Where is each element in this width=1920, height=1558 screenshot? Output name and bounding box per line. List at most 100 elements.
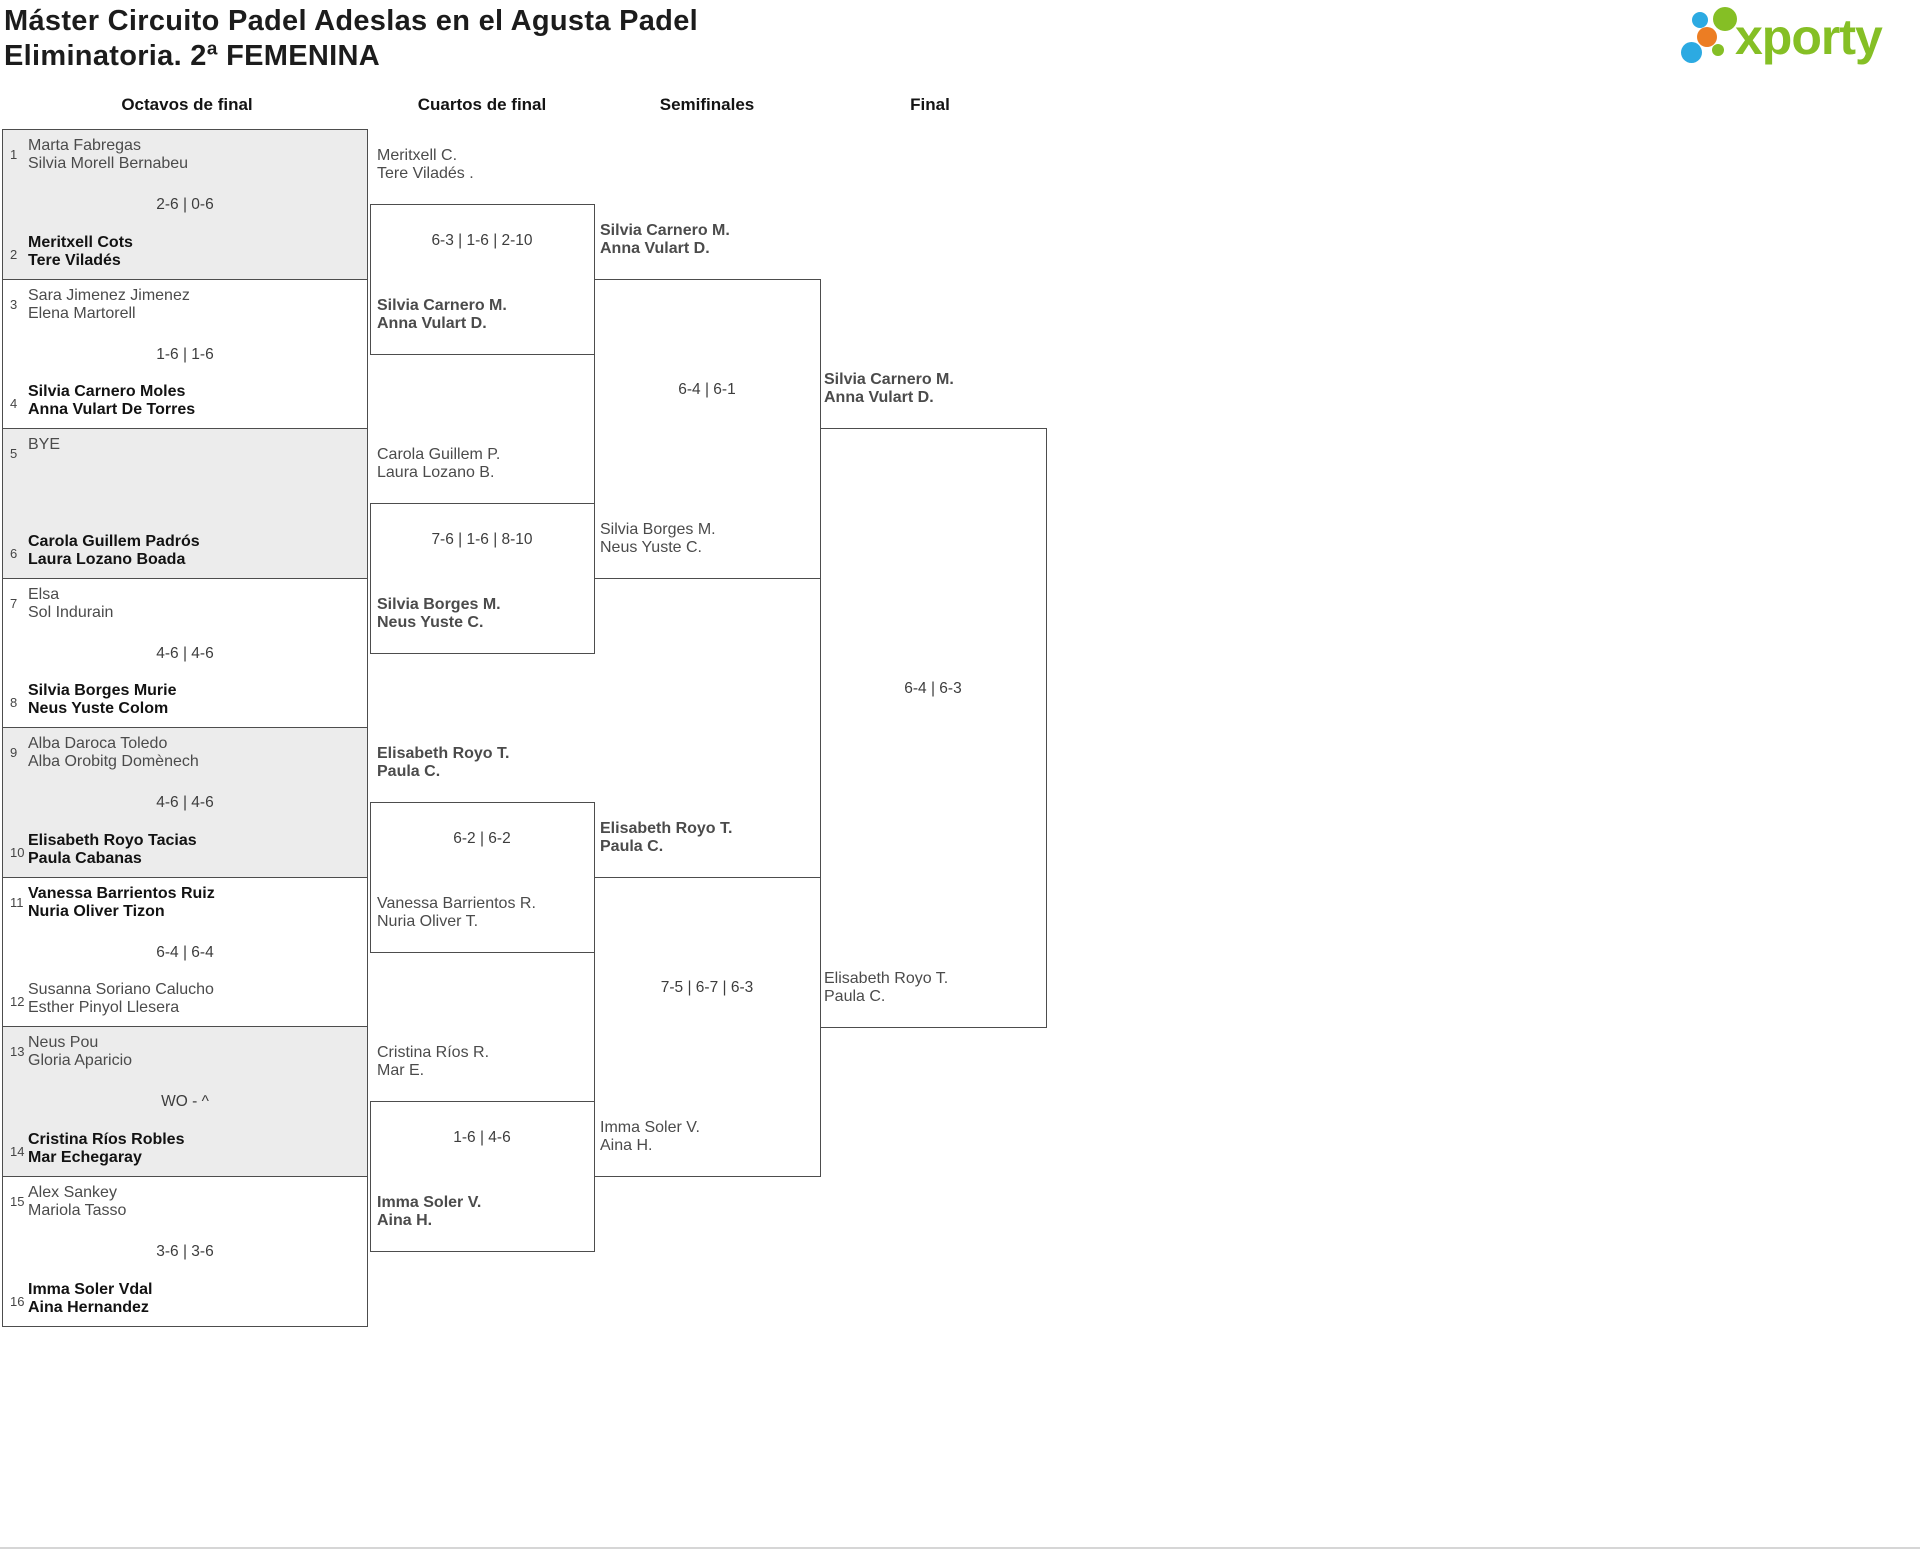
player-name: Aina Hernandez xyxy=(28,1299,149,1316)
logo-dot-blue-large xyxy=(1681,42,1702,63)
seed-number: 3 xyxy=(10,296,18,312)
team-name: Susanna Soriano Calucho Esther Pinyol Ll… xyxy=(28,981,214,1017)
team-name: Imma Soler Vdal Aina Hernandez xyxy=(28,1281,153,1317)
xporty-logo: xporty xyxy=(1675,3,1915,69)
player-name: Sara Jimenez Jimenez xyxy=(28,286,190,304)
seed-number: 10 xyxy=(10,844,25,860)
match-score: 4-6 | 4-6 xyxy=(156,644,214,662)
match-box-1: 1 Marta Fabregas Silvia Morell Bernabeu … xyxy=(3,130,367,280)
player-name: Anna Vulart D. xyxy=(824,389,934,406)
team-name: Meritxell C. Tere Viladés . xyxy=(377,147,593,183)
logo-wordmark: xporty xyxy=(1735,9,1883,65)
match-box-5: 9 Alba Daroca Toledo Alba Orobitg Domène… xyxy=(3,728,367,878)
team-name: Silvia Borges M. Neus Yuste C. xyxy=(377,596,593,632)
team-name: Elisabeth Royo Tacias Paula Cabanas xyxy=(28,832,197,868)
logo-dot-green-small xyxy=(1712,44,1724,56)
seed-number: 2 xyxy=(10,246,18,262)
match-box-3: 5 BYE 6 Carola Guillem Padrós Laura Loza… xyxy=(3,429,367,579)
player-name: Alba Orobitg Domènech xyxy=(28,753,199,770)
player-name: Tere Viladés xyxy=(28,251,121,269)
player-name: BYE xyxy=(28,436,61,453)
match-score: 4-6 | 4-6 xyxy=(156,794,214,811)
match-box-8: 15 Alex Sankey Mariola Tasso 3-6 | 3-6 1… xyxy=(3,1176,367,1326)
player-name: Imma Soler V. xyxy=(377,1194,482,1211)
seed-number: 5 xyxy=(10,446,18,461)
player-name: Laura Lozano Boada xyxy=(28,550,186,568)
match-score: 6-4 | 6-4 xyxy=(156,943,214,961)
page-title: Máster Circuito Padel Adeslas en el Agus… xyxy=(4,4,698,74)
match-score: 6-3 | 1-6 | 2-10 xyxy=(431,232,533,249)
match-box-6: 11 Vanessa Barrientos Ruiz Nuria Oliver … xyxy=(3,877,367,1027)
seed-number: 1 xyxy=(10,147,18,162)
match-score: 3-6 | 3-6 xyxy=(156,1242,214,1260)
player-name: Alex Sankey xyxy=(28,1183,117,1201)
seed-number: 4 xyxy=(10,396,18,411)
player-name: Silvia Carnero M. xyxy=(600,222,730,239)
logo-dot-green-large xyxy=(1713,7,1737,31)
player-name: Vanessa Barrientos Ruiz xyxy=(28,884,215,902)
player-name: Silvia Borges M. xyxy=(377,596,501,613)
player-name: Cristina Ríos Robles xyxy=(28,1130,185,1148)
seed-number: 16 xyxy=(10,1294,25,1309)
team-name: Cristina Ríos R. Mar E. xyxy=(377,1044,593,1080)
player-name: Nuria Oliver Tizon xyxy=(28,902,165,920)
match-score: WO - ^ xyxy=(161,1093,209,1110)
team-name: Meritxell Cots Tere Viladés xyxy=(28,234,133,270)
player-name: Nuria Oliver T. xyxy=(377,913,479,930)
match-score: 7-5 | 6-7 | 6-3 xyxy=(660,979,754,996)
team-name: Sara Jimenez Jimenez Elena Martorell xyxy=(28,287,190,323)
match-box-7: 13 Neus Pou Gloria Aparicio WO - ^ 14 Cr… xyxy=(3,1027,367,1177)
title-line-2: Eliminatoria. 2ª FEMENINA xyxy=(4,40,380,72)
team-name: Elisabeth Royo T. Paula C. xyxy=(377,745,593,781)
player-name: Elisabeth Royo T. xyxy=(600,820,733,837)
team-name: Silvia Borges M. Neus Yuste C. xyxy=(600,521,816,557)
player-name: Elisabeth Royo Tacias xyxy=(28,831,197,849)
team-name: Alba Daroca Toledo Alba Orobitg Domènech xyxy=(28,735,199,771)
player-name: Laura Lozano B. xyxy=(377,464,495,481)
team-name: Silvia Carnero M. Anna Vulart D. xyxy=(600,222,816,258)
player-name: Elsa xyxy=(28,585,60,603)
team-name: Carola Guillem P. Laura Lozano B. xyxy=(377,446,593,482)
seed-number: 13 xyxy=(10,1044,25,1059)
player-name: Elisabeth Royo T. xyxy=(824,970,949,987)
seed-number: 7 xyxy=(10,595,18,611)
player-name: Alba Daroca Toledo xyxy=(28,735,168,752)
team-name: Cristina Ríos Robles Mar Echegaray xyxy=(28,1131,184,1167)
player-name: Aina H. xyxy=(600,1137,653,1154)
team-name: BYE xyxy=(28,436,60,454)
team-name: Elsa Sol Indurain xyxy=(28,586,113,622)
player-name: Imma Soler Vdal xyxy=(28,1281,153,1298)
match-box-4: 7 Elsa Sol Indurain 4-6 | 4-6 8 Silvia B… xyxy=(3,578,367,728)
player-name: Esther Pinyol Llesera xyxy=(28,999,180,1016)
player-name: Carola Guillem P. xyxy=(377,446,501,463)
player-name: Aina H. xyxy=(377,1212,433,1229)
player-name: Neus Yuste C. xyxy=(600,539,702,556)
team-name: Silvia Borges Murie Neus Yuste Colom xyxy=(28,682,177,718)
team-name: Carola Guillem Padrós Laura Lozano Boada xyxy=(28,533,200,569)
team-name: Alex Sankey Mariola Tasso xyxy=(28,1184,126,1220)
player-name: Neus Pou xyxy=(28,1034,99,1051)
player-name: Neus Yuste Colom xyxy=(28,700,169,717)
player-name: Silvia Carnero M. xyxy=(377,297,507,314)
round-header-semifinales: Semifinales xyxy=(659,95,755,114)
player-name: Mariola Tasso xyxy=(28,1201,127,1219)
team-name: Marta Fabregas Silvia Morell Bernabeu xyxy=(28,137,188,173)
match-score: 6-2 | 6-2 xyxy=(453,830,511,847)
round-header-cuartos: Cuartos de final xyxy=(417,95,547,114)
player-name: Paula C. xyxy=(824,988,886,1005)
seed-number: 11 xyxy=(10,894,24,910)
player-name: Elena Martorell xyxy=(28,304,136,322)
octavos-column: 1 Marta Fabregas Silvia Morell Bernabeu … xyxy=(2,129,368,1327)
player-name: Anna Vulart De Torres xyxy=(28,401,196,418)
team-name: Vanessa Barrientos Ruiz Nuria Oliver Tiz… xyxy=(28,885,215,921)
match-score: 7-6 | 1-6 | 8-10 xyxy=(431,531,533,548)
team-name: Vanessa Barrientos R. Nuria Oliver T. xyxy=(377,895,593,931)
seed-number: 12 xyxy=(10,994,25,1009)
match-score: 1-6 | 4-6 xyxy=(453,1129,511,1146)
seed-number: 15 xyxy=(10,1193,25,1209)
player-name: Elisabeth Royo T. xyxy=(377,745,510,762)
team-name: Silvia Carnero M. Anna Vulart D. xyxy=(824,371,1040,407)
player-name: Silvia Borges M. xyxy=(600,521,716,538)
round-header-octavos: Octavos de final xyxy=(121,95,253,114)
